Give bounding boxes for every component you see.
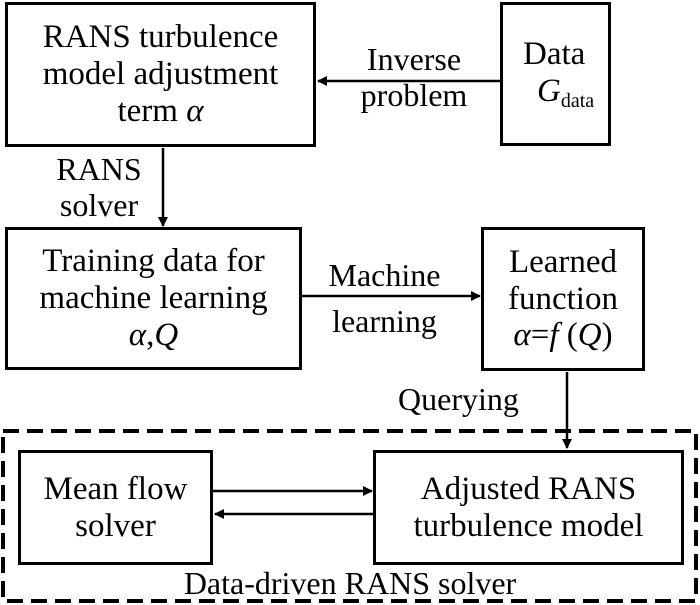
adjustment-term-word: term	[117, 92, 187, 129]
adjustment-line-1: RANS turbulence	[42, 19, 279, 56]
data-symbol: Gdata	[537, 73, 594, 112]
adjusted-line-2: turbulence model	[413, 507, 644, 544]
formula-equals: =	[530, 317, 550, 354]
formula-q: Q	[577, 317, 602, 354]
data-driven-region-border	[1, 429, 698, 603]
inverse-problem-label: Inverse problem	[340, 41, 488, 114]
adjustment-line-3: term α	[117, 93, 203, 130]
learned-function-box: Learned function α=f (Q)	[481, 227, 645, 371]
training-comma: ,	[146, 316, 155, 353]
formula-close: )	[601, 317, 613, 354]
mean-flow-solver-box: Mean flow solver	[18, 450, 213, 565]
rans-solver-line-1: RANS	[56, 151, 142, 187]
region-title: Data-driven RANS solver	[183, 565, 517, 601]
training-line-3: α,Q	[129, 317, 178, 354]
learned-line-1: Learned	[508, 243, 618, 280]
training-alpha: α	[128, 316, 147, 353]
learned-formula: α=f (Q)	[513, 317, 612, 354]
mean-flow-line-1: Mean flow	[43, 470, 188, 507]
machine-line-1: Machine	[328, 257, 441, 293]
inverse-line-1: Inverse	[366, 41, 462, 77]
rans-solver-label: RANS solver	[40, 151, 158, 224]
machine-learning-label: Machine learning	[302, 257, 467, 340]
learned-line-2: function	[508, 280, 618, 317]
training-line-2: machine learning	[39, 280, 268, 317]
data-box: Data Gdata	[500, 2, 611, 146]
adjustment-line-2: model adjustment	[42, 56, 279, 93]
training-line-1: Training data for	[42, 243, 265, 280]
formula-open: (	[558, 317, 578, 354]
adjusted-rans-model-box: Adjusted RANS turbulence model	[373, 450, 684, 565]
training-q: Q	[154, 316, 179, 353]
alpha-symbol: α	[186, 92, 204, 129]
g-symbol: G	[537, 72, 561, 109]
machine-line-2: learning	[332, 302, 437, 339]
querying-label: Querying	[398, 381, 519, 417]
inverse-line-2: problem	[360, 76, 468, 113]
training-data-box: Training data for machine learning α,Q	[5, 227, 302, 370]
data-subscript: data	[560, 89, 595, 112]
data-label: Data	[523, 35, 586, 72]
formula-alpha: α	[513, 317, 531, 354]
adjustment-term-box: RANS turbulence model adjustment term α	[5, 2, 316, 147]
adjusted-line-1: Adjusted RANS	[420, 470, 637, 507]
rans-solver-line-2: solver	[59, 186, 139, 223]
mean-flow-line-2: solver	[75, 507, 156, 544]
formula-f: f	[549, 317, 559, 354]
